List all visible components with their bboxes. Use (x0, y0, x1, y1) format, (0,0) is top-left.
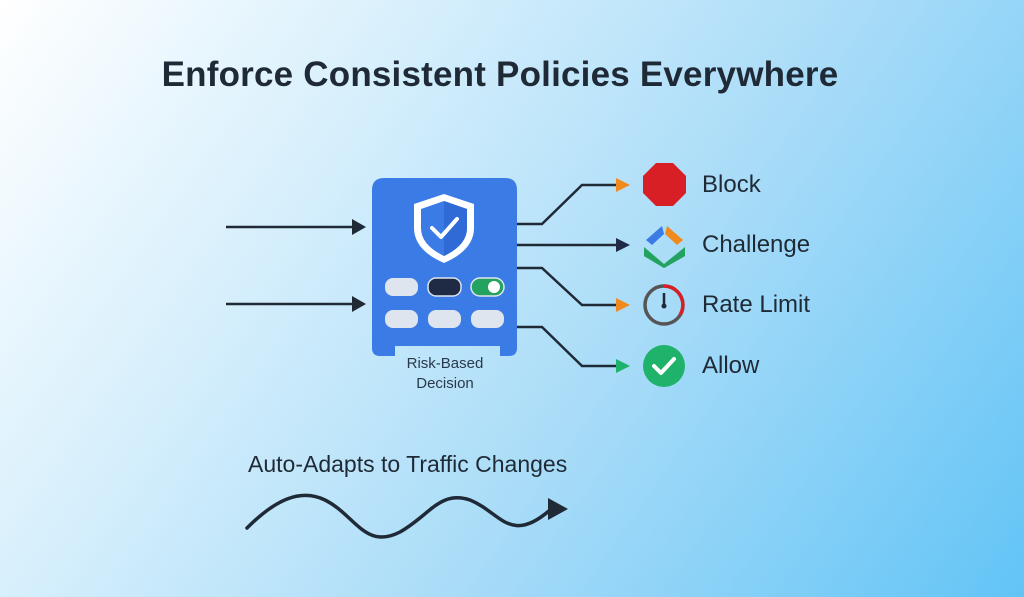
stop-octagon-icon (643, 163, 686, 206)
outcome-label-challenge: Challenge (702, 231, 811, 258)
arrowhead (616, 298, 630, 312)
shield-icon (414, 194, 474, 263)
risk-engine-box (372, 178, 517, 356)
engine-label-line1: Risk-Based (406, 355, 484, 372)
engine-label: Risk-Based Decision (375, 354, 515, 394)
footer-label: Auto-Adapts to Traffic Changes (248, 451, 568, 477)
input-arrow (226, 219, 366, 235)
setting-pill (385, 278, 418, 296)
wave-arrow-icon (245, 493, 568, 539)
arrowhead (616, 238, 630, 252)
outcome-label-block: Block (702, 171, 761, 198)
connector-rate-limit (517, 266, 618, 307)
challenge-icon (644, 226, 685, 268)
outcome-label-rate-limit: Rate Limit (702, 291, 811, 318)
connector-block (517, 183, 618, 226)
engine-label-line2: Decision (416, 375, 474, 392)
timer-icon (643, 284, 685, 326)
toggle-switch-icon (470, 277, 505, 297)
input-arrow (226, 296, 366, 312)
outcome-label-allow: Allow (702, 352, 760, 379)
setting-pill (428, 310, 461, 328)
arrowhead (616, 178, 630, 192)
connector-allow (517, 325, 618, 368)
check-circle-icon (643, 345, 685, 387)
arrowhead (616, 359, 630, 373)
setting-pill (471, 310, 504, 328)
setting-pill (385, 310, 418, 328)
setting-pill (427, 277, 462, 297)
page-title: Enforce Consistent Policies Everywhere (161, 55, 839, 94)
